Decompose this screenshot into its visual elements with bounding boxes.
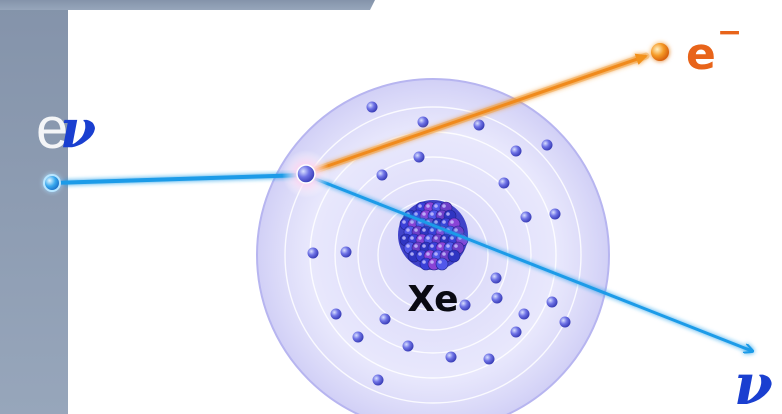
recoil-electron <box>306 43 669 176</box>
shell-electron <box>340 246 352 258</box>
nucleon-highlight <box>418 252 422 256</box>
incoming-neutrino-label: ν <box>60 99 96 160</box>
nucleon-highlight <box>438 212 442 216</box>
shell-electron <box>402 340 414 352</box>
nucleon-highlight <box>414 212 418 216</box>
shell-electron <box>541 139 553 151</box>
shell-electron <box>510 145 522 157</box>
nucleon-highlight <box>402 236 406 240</box>
nucleon-highlight <box>426 204 430 208</box>
nucleon-highlight <box>438 244 442 248</box>
incoming-neutrino <box>43 173 308 192</box>
shell-electron <box>459 299 471 311</box>
left-panel <box>0 0 380 414</box>
shell-electron <box>413 151 425 163</box>
nucleon-highlight <box>418 236 422 240</box>
nucleon-highlight <box>442 220 446 224</box>
shell-electrons <box>307 101 571 386</box>
xe-nucleus <box>398 200 469 271</box>
electron-charge-label: − <box>717 15 742 50</box>
shell-electron <box>372 374 384 386</box>
nucleon-highlight <box>442 236 446 240</box>
nucleon-highlight <box>422 228 426 232</box>
nucleon-highlight <box>450 252 454 256</box>
nucleon-highlight <box>430 212 434 216</box>
nucleon-highlight <box>414 228 418 232</box>
nucleon-highlight <box>410 252 414 256</box>
nucleon-highlight <box>446 244 450 248</box>
nucleon-highlight <box>446 212 450 216</box>
nucleon-highlight <box>430 260 434 264</box>
shell-electron <box>490 272 502 284</box>
shell-electron <box>352 331 364 343</box>
shell-electron <box>520 211 532 223</box>
shell-electron <box>498 177 510 189</box>
nucleon-highlight <box>422 244 426 248</box>
shell-electron <box>366 101 378 113</box>
shell-electron <box>473 119 485 131</box>
nucleon-highlight <box>422 260 426 264</box>
nucleon-highlight <box>438 260 442 264</box>
outgoing-neutrino-label: ν <box>734 352 773 414</box>
shell-electron <box>379 313 391 325</box>
nucleon-highlight <box>434 220 438 224</box>
nucleon-highlight <box>454 228 458 232</box>
nucleon-highlight <box>414 244 418 248</box>
shell-electron <box>483 353 495 365</box>
nucleon-highlight <box>434 204 438 208</box>
nucleon-highlight <box>450 236 454 240</box>
nucleon-highlight <box>426 252 430 256</box>
shell-electron <box>491 292 503 304</box>
shell-electron <box>376 169 388 181</box>
nucleon-highlight <box>402 220 406 224</box>
nucleon-highlight <box>450 220 454 224</box>
shell-electron <box>559 316 571 328</box>
nucleon-highlight <box>410 220 414 224</box>
clipped-prefix-text: e <box>36 96 68 161</box>
nucleon-highlight <box>454 244 458 248</box>
nucleon <box>447 249 461 263</box>
shell-electron <box>546 296 558 308</box>
shell-electron <box>518 308 530 320</box>
shell-electron <box>417 116 429 128</box>
neutrino-source-dot <box>43 174 61 192</box>
nucleon-highlight <box>430 228 434 232</box>
nucleon-highlight <box>434 252 438 256</box>
shell-electron <box>445 351 457 363</box>
nucleon-highlight <box>422 212 426 216</box>
shell-electron <box>549 208 561 220</box>
shell-electron <box>510 326 522 338</box>
nucleon-highlight <box>442 252 446 256</box>
nucleon-highlight <box>430 244 434 248</box>
nucleon-highlight <box>406 244 410 248</box>
nucleon-highlight <box>434 236 438 240</box>
interaction-point <box>282 150 330 198</box>
electron-label: e <box>686 29 716 80</box>
nucleon-highlight <box>442 204 446 208</box>
nucleon-highlight <box>406 228 410 232</box>
nucleon-highlight <box>418 204 422 208</box>
electron-dot <box>651 43 669 61</box>
shell-electron <box>307 247 319 259</box>
shell-electron <box>330 308 342 320</box>
outgoing-neutrino <box>307 174 752 351</box>
nucleon-highlight <box>410 236 414 240</box>
nucleon <box>435 257 449 271</box>
atom-label: Xe <box>407 279 458 320</box>
nucleon-highlight <box>426 236 430 240</box>
